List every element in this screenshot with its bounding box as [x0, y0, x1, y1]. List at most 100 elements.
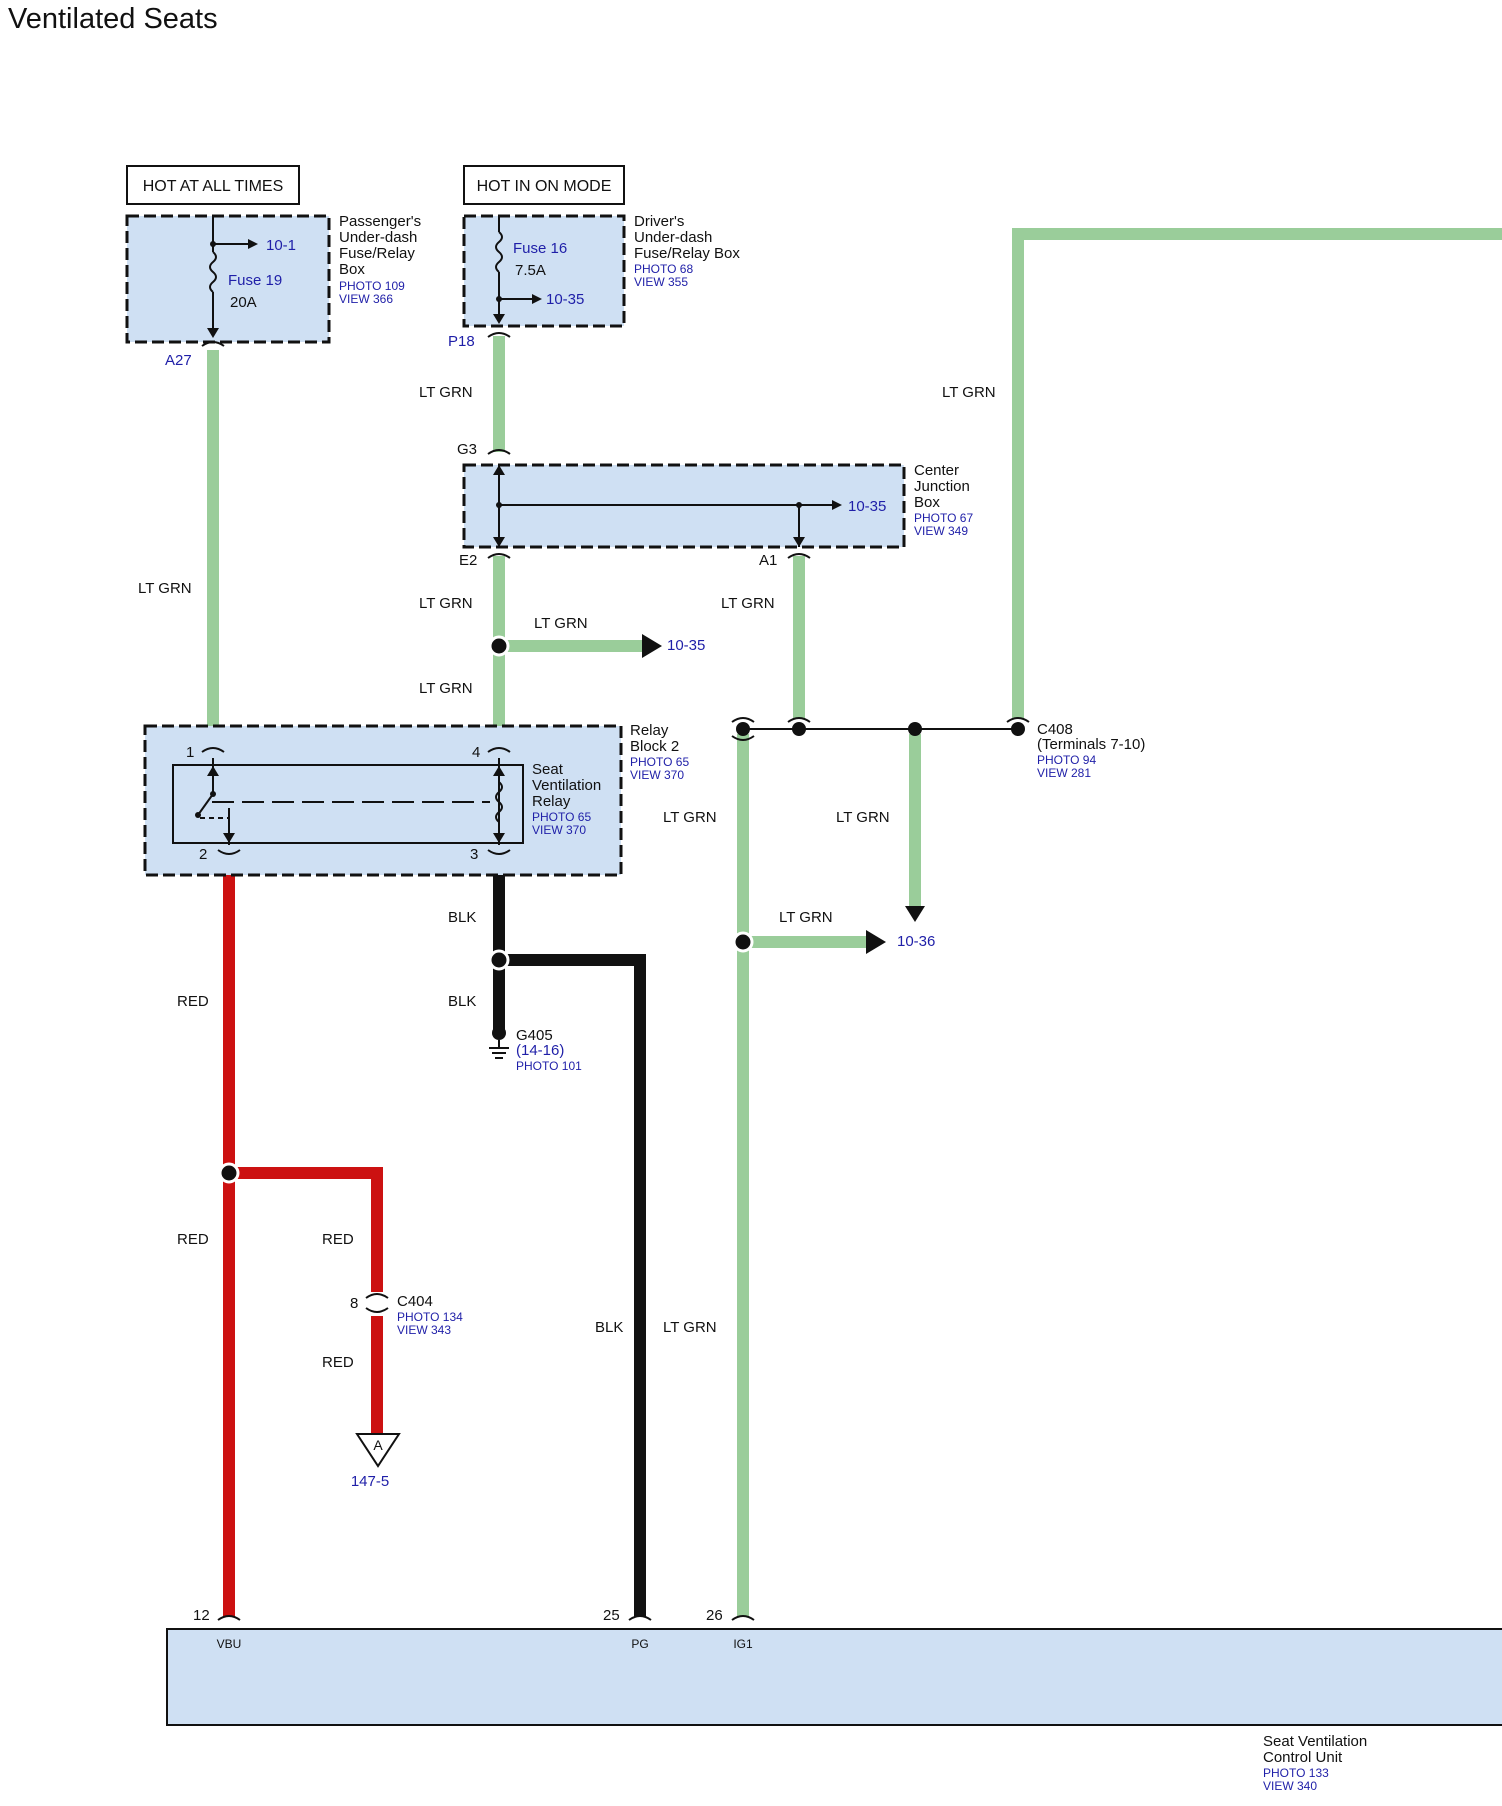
cu-pin-26-label: IG1 — [733, 1637, 753, 1651]
passenger-fuse-ref[interactable]: 10-1 — [266, 237, 296, 254]
wire-blk-to-pg[interactable] — [499, 954, 646, 1617]
relay-pin-3: 3 — [470, 846, 478, 863]
c404-view[interactable]: VIEW 343 — [397, 1323, 451, 1337]
passenger-box-view[interactable]: VIEW 366 — [339, 292, 393, 306]
seat-ventilation-control-unit[interactable] — [166, 1615, 1502, 1726]
terminal-g3: G3 — [457, 441, 477, 458]
wire-label-blk-3: BLK — [595, 1319, 623, 1336]
arrow-10-35-mid — [642, 634, 662, 658]
splice-red — [218, 1162, 240, 1184]
driver-fuse-rating: 7.5A — [515, 262, 546, 279]
wire-label-red-2: RED — [177, 1231, 209, 1248]
cu-pin-25-label: PG — [631, 1637, 648, 1651]
c404-name: C404 — [397, 1293, 433, 1310]
connector-c404[interactable] — [365, 1293, 389, 1313]
junction-box-label: Center Junction Box — [914, 462, 974, 511]
passenger-box-photo[interactable]: PHOTO 109 — [339, 279, 405, 293]
wire-label-red-1: RED — [177, 993, 209, 1010]
connector-a-ref[interactable]: 147-5 — [351, 1473, 389, 1490]
driver-box-view[interactable]: VIEW 355 — [634, 275, 688, 289]
driver-box-photo[interactable]: PHOTO 68 — [634, 262, 693, 276]
wire-label-lt-grn-1: LT GRN — [419, 384, 473, 401]
c404-pin: 8 — [350, 1295, 358, 1312]
wire-label-lt-grn-11: LT GRN — [663, 1319, 717, 1336]
wire-label-lt-grn-9: LT GRN — [836, 809, 890, 826]
arrow-10-36-right — [866, 930, 886, 954]
splice-blk — [488, 949, 510, 971]
wire-label-lt-grn-3: LT GRN — [138, 580, 192, 597]
passenger-box-label: Passenger's Under-dash Fuse/Relay Box — [339, 213, 425, 278]
driver-fuse-name: Fuse 16 — [513, 240, 567, 257]
relay-pin-1: 1 — [186, 744, 194, 761]
cu-pin-12-label: VBU — [217, 1637, 242, 1651]
wire-red-branch-to-c404[interactable] — [229, 1167, 383, 1292]
junction-box-ref[interactable]: 10-35 — [848, 498, 886, 515]
control-unit-view[interactable]: VIEW 340 — [1263, 1779, 1317, 1793]
driver-box-label: Driver's Under-dash Fuse/Relay Box — [634, 213, 740, 262]
ground-name: G405 — [516, 1027, 553, 1044]
relay-block-2[interactable] — [143, 724, 623, 877]
relay-pin-2: 2 — [199, 846, 207, 863]
wire-label-blk-1: BLK — [448, 909, 476, 926]
junction-box-view[interactable]: VIEW 349 — [914, 524, 968, 538]
connector-a-triangle[interactable] — [355, 1433, 401, 1468]
cu-pin-25-num: 25 — [603, 1607, 620, 1624]
wire-label-red-4: RED — [322, 1354, 354, 1371]
terminal-a1: A1 — [759, 552, 777, 569]
relay-pin-4: 4 — [472, 744, 480, 761]
splice-points — [218, 635, 754, 1184]
ref-10-36[interactable]: 10-36 — [897, 933, 935, 950]
relay-block-label: Relay Block 2 — [630, 722, 679, 755]
control-unit-photo[interactable]: PHOTO 133 — [1263, 1766, 1329, 1780]
cu-pin-26-num: 26 — [706, 1607, 723, 1624]
passenger-fuse-rating: 20A — [230, 294, 257, 311]
lt-grn-wires — [207, 228, 1502, 1617]
connector-a-letter: A — [373, 1437, 383, 1453]
wire-label-lt-grn-6: LT GRN — [534, 615, 588, 632]
ground-ref[interactable]: (14-16) — [516, 1042, 564, 1059]
wire-label-lt-grn-7: LT GRN — [419, 680, 473, 697]
wire-label-red-3: RED — [322, 1231, 354, 1248]
terminal-e2: E2 — [459, 552, 477, 569]
hot-at-all-times-box — [126, 165, 300, 205]
arrow-10-36-down — [905, 906, 925, 922]
wire-label-lt-grn-5: LT GRN — [721, 595, 775, 612]
wire-label-lt-grn-8: LT GRN — [663, 809, 717, 826]
terminal-a27: A27 — [165, 352, 192, 369]
wire-label-lt-grn-4: LT GRN — [419, 595, 473, 612]
splice-lt-grn-mid — [488, 635, 510, 657]
c408-photo[interactable]: PHOTO 94 — [1037, 753, 1096, 767]
hot-in-on-mode-label: HOT IN ON MODE — [477, 178, 612, 195]
ref-10-35-mid[interactable]: 10-35 — [667, 637, 705, 654]
driver-fuse-box[interactable] — [462, 214, 626, 338]
hot-in-on-mode-box — [463, 165, 625, 205]
splice-lt-grn-ig1 — [732, 931, 754, 953]
control-unit-label: Seat Ventilation Control Unit — [1263, 1733, 1371, 1766]
hot-at-all-times-label: HOT AT ALL TIMES — [143, 178, 284, 195]
blk-wires — [493, 850, 646, 1617]
relay-view[interactable]: VIEW 370 — [532, 823, 586, 837]
wire-color-labels: LT GRN LT GRN LT GRN LT GRN LT GRN LT GR… — [138, 384, 996, 1371]
relay-photo[interactable]: PHOTO 65 — [532, 810, 591, 824]
c408-name: C408 — [1037, 721, 1073, 738]
c408-view[interactable]: VIEW 281 — [1037, 766, 1091, 780]
driver-fuse-ref[interactable]: 10-35 — [546, 291, 584, 308]
ground-g405[interactable] — [489, 1026, 509, 1059]
c408-bus[interactable] — [731, 717, 1030, 741]
ground-photo[interactable]: PHOTO 101 — [516, 1059, 582, 1073]
terminal-p18: P18 — [448, 333, 475, 350]
red-wires — [223, 850, 383, 1617]
wire-c408-to-top-right[interactable] — [1012, 228, 1502, 718]
center-junction-box[interactable] — [462, 449, 906, 559]
wire-label-lt-grn-2: LT GRN — [942, 384, 996, 401]
relay-block-photo[interactable]: PHOTO 65 — [630, 755, 689, 769]
cu-pin-12-num: 12 — [193, 1607, 210, 1624]
wire-label-lt-grn-10: LT GRN — [779, 909, 833, 926]
relay-block-view[interactable]: VIEW 370 — [630, 768, 684, 782]
junction-box-photo[interactable]: PHOTO 67 — [914, 511, 973, 525]
c404-photo[interactable]: PHOTO 134 — [397, 1310, 463, 1324]
wire-label-blk-2: BLK — [448, 993, 476, 1010]
passenger-fuse-box[interactable] — [125, 214, 331, 347]
relay-name-label: Seat Ventilation Relay — [532, 761, 605, 810]
